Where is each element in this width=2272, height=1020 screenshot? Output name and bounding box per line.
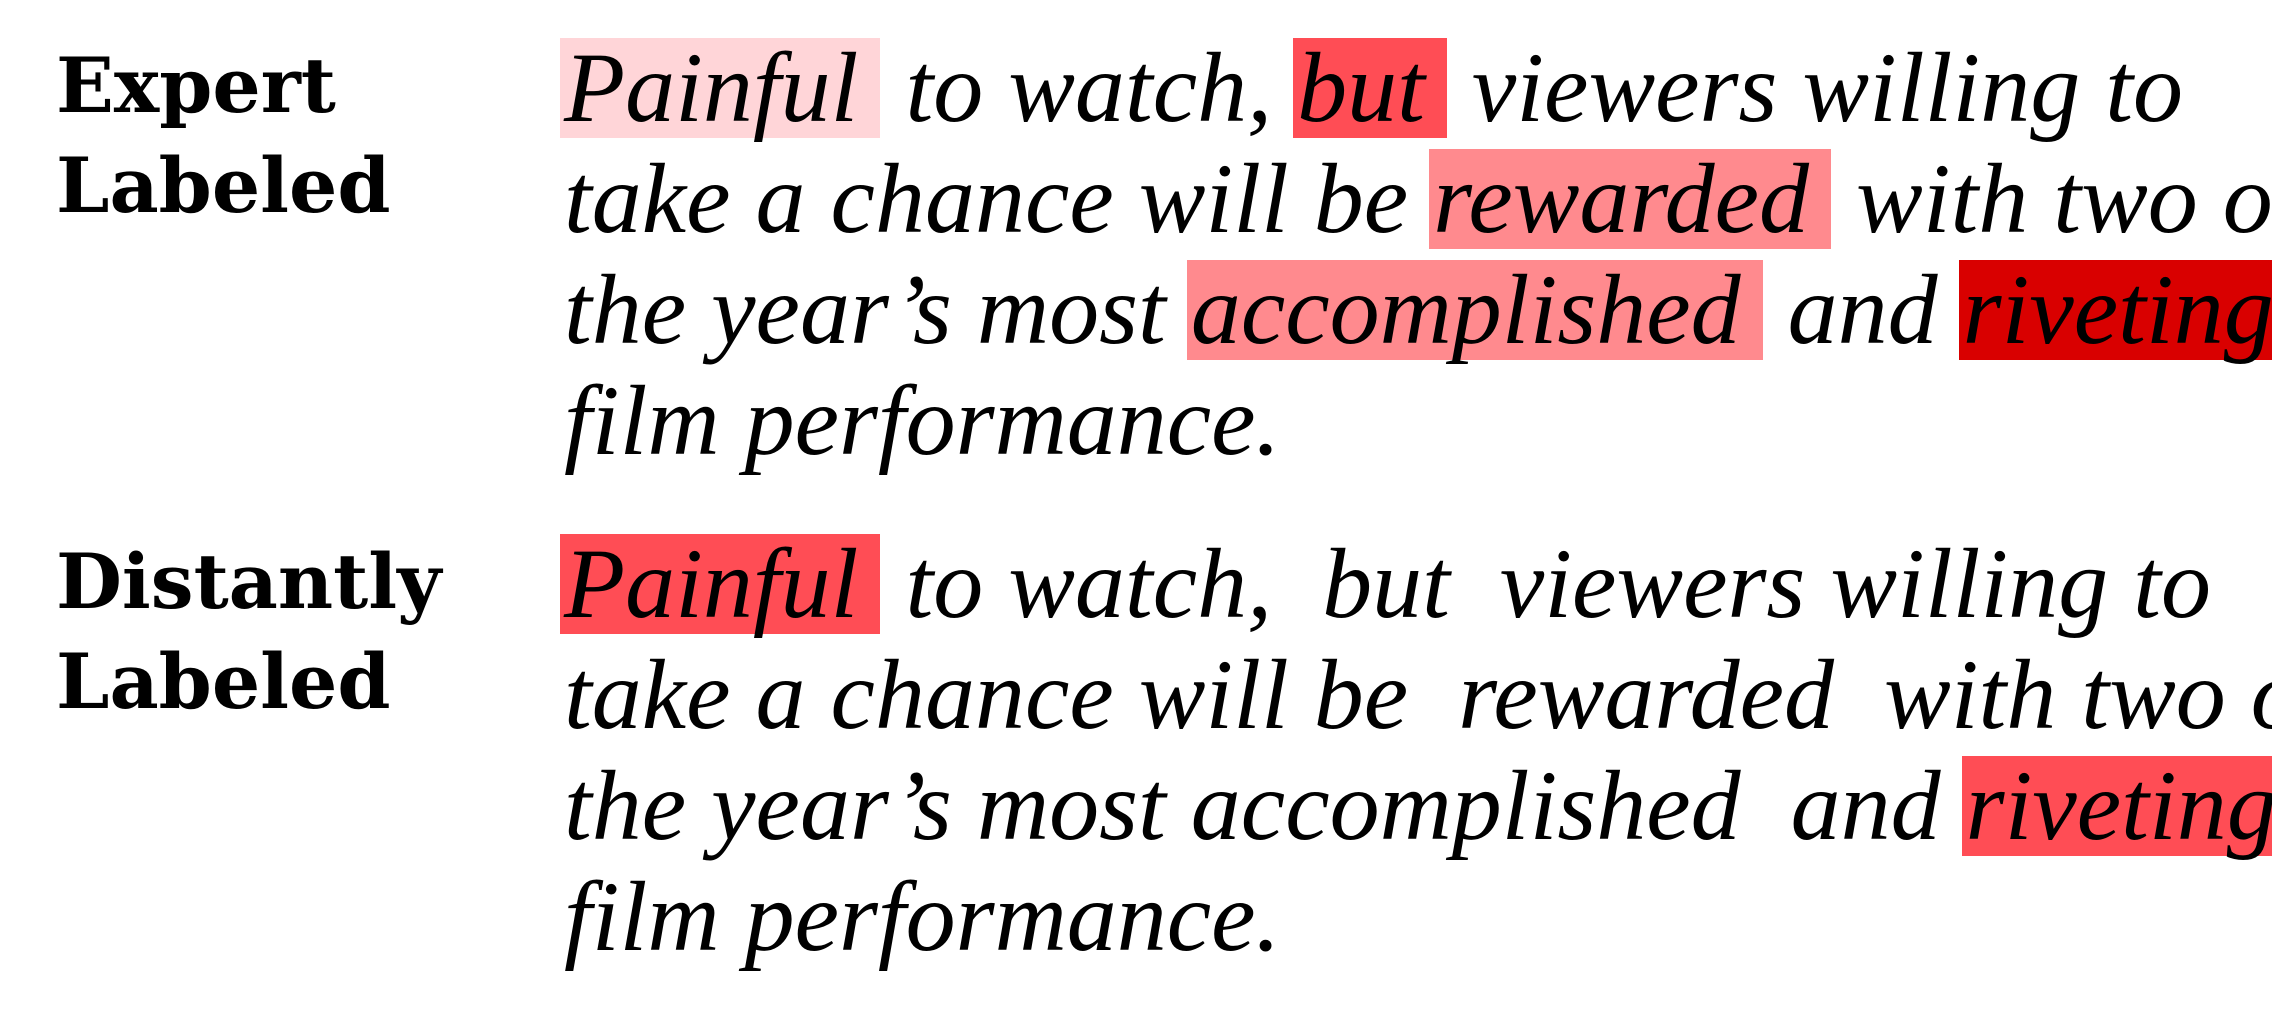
highlighted-token: accomplished <box>1186 260 1763 360</box>
plain-text: the year’s most <box>564 254 1191 365</box>
plain-text: take a chance will be rewarded with two … <box>564 639 2272 750</box>
row-label-distant: Distantly Labeled <box>56 532 536 732</box>
sentence-line: Painful to watch, but viewers willing to <box>560 528 2264 639</box>
sentence-distant: Painful to watch, but viewers willing to… <box>560 528 2272 972</box>
sentence-line: Painful to watch, but viewers willing to <box>560 32 2264 143</box>
highlighted-token: riveting <box>1961 756 2272 856</box>
highlighted-token: riveting <box>1958 260 2272 360</box>
row-label-expert: Expert Labeled <box>56 36 536 236</box>
sentence-line: take a chance will be rewarded with two … <box>564 143 2272 254</box>
sentence-expert: Painful to watch, but viewers willing to… <box>560 32 2272 476</box>
plain-text: film performance. <box>564 861 1281 972</box>
highlighted-token: rewarded <box>1429 149 1832 249</box>
plain-text: viewers willing to <box>1446 32 2183 143</box>
plain-text: and <box>1762 254 1963 365</box>
plain-text: with two of <box>1831 143 2272 254</box>
plain-text: to watch, <box>880 32 1298 143</box>
highlighted-token: Painful <box>560 38 881 138</box>
sentence-line: the year’s most accomplished and rivetin… <box>564 254 2272 365</box>
row-label-line: Labeled <box>56 637 391 726</box>
row-label-line: Labeled <box>56 141 391 230</box>
sentence-line: film performance. <box>564 861 2264 972</box>
row-label-line: Expert <box>56 41 336 130</box>
plain-text: to watch, but viewers willing to <box>880 528 2211 639</box>
row-label-line: Distantly <box>56 537 442 626</box>
plain-text: take a chance will be <box>564 143 1434 254</box>
sentence-line: the year’s most accomplished and rivetin… <box>564 750 2272 861</box>
sentence-line: film performance. <box>564 365 2264 476</box>
highlighted-token: Painful <box>560 534 881 634</box>
highlighted-token: but <box>1293 38 1447 138</box>
sentence-line: take a chance will be rewarded with two … <box>564 639 2272 750</box>
plain-text: the year’s most accomplished and <box>564 750 1966 861</box>
plain-text: film performance. <box>564 365 1281 476</box>
